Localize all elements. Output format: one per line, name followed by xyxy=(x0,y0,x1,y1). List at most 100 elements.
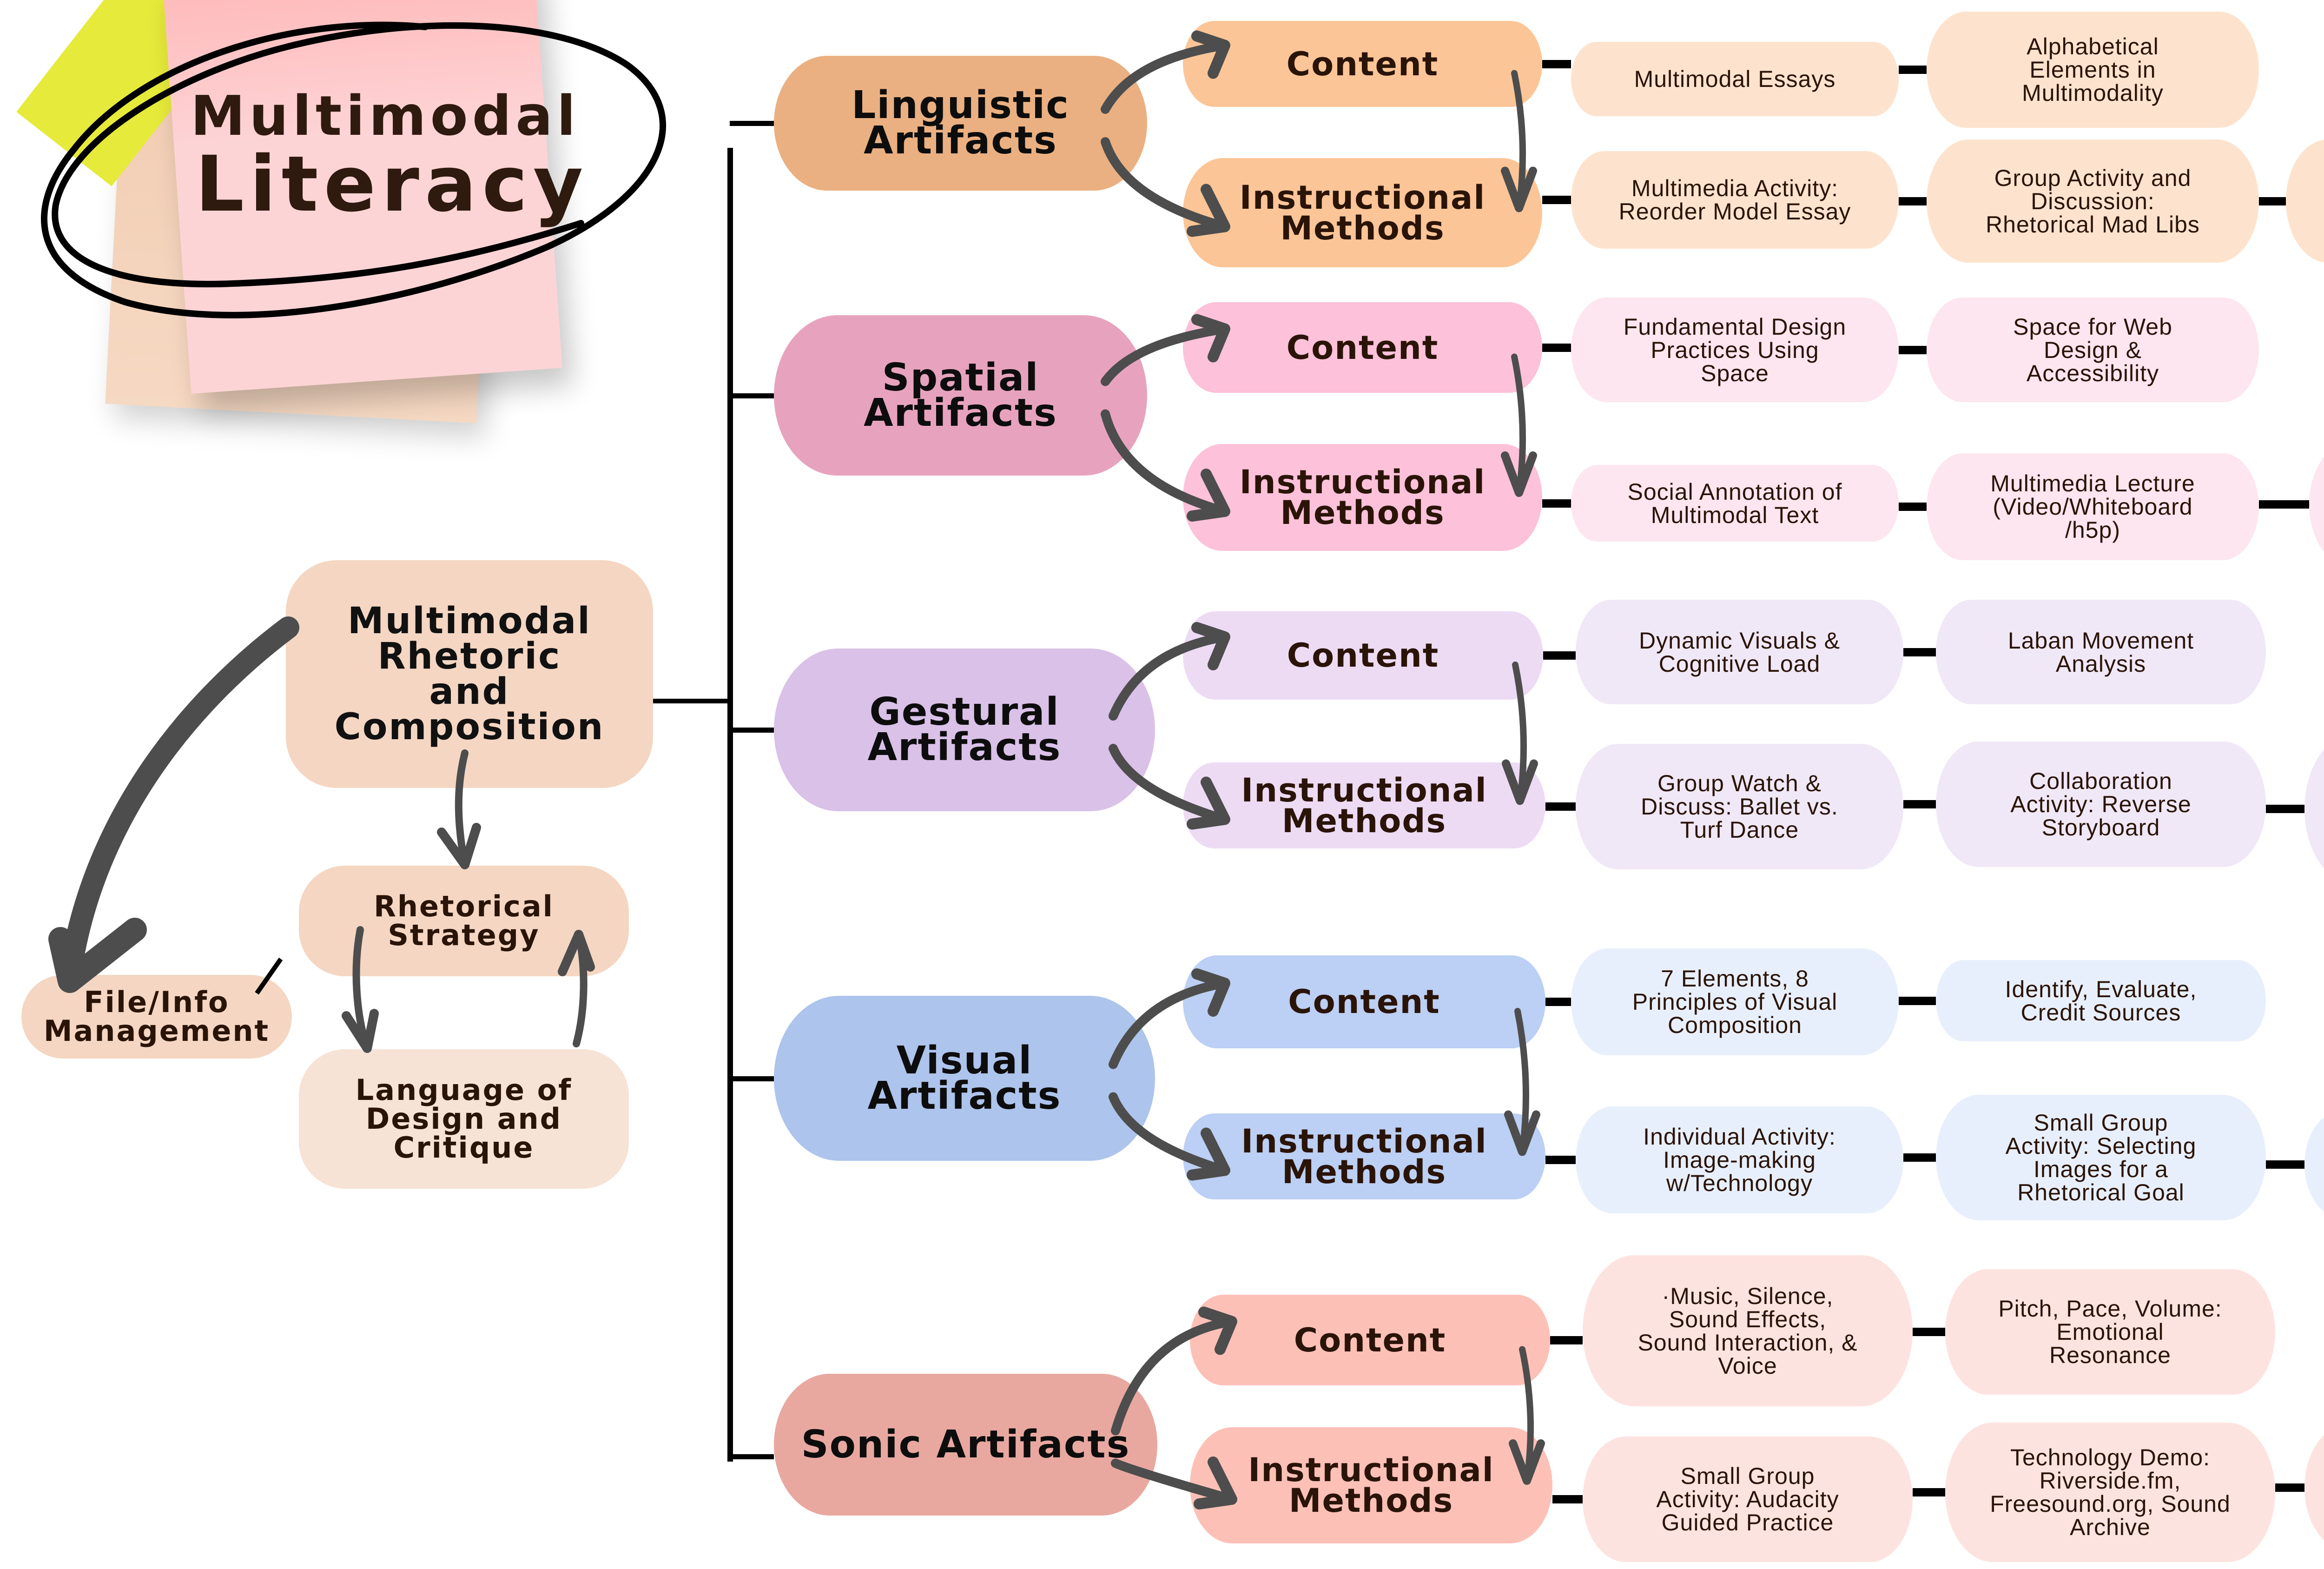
title-line1: Multimodal xyxy=(191,84,580,148)
content-item-sonic[interactable]: Pitch, Pace, Volume: Emotional Resonance xyxy=(1945,1269,2275,1395)
content-item-visual[interactable]: 7 Elements, 8 Principles of Visual Compo… xyxy=(1571,948,1899,1055)
method-item-sonic[interactable]: Small Group Activity: Audacity Guided Pr… xyxy=(1583,1437,1913,1562)
content-item-spatial[interactable]: Space for Web Design & Accessibility xyxy=(1927,298,2259,402)
content-item-sonic[interactable]: ·Music, Silence, Sound Effects, Sound In… xyxy=(1583,1255,1913,1406)
arrow-to-methods-gestural xyxy=(1109,744,1230,830)
category-node-visual[interactable]: Visual Artifacts xyxy=(774,996,1155,1161)
methods-node-visual[interactable]: Instructional Methods xyxy=(1183,1113,1545,1199)
category-node-sonic[interactable]: Sonic Artifacts xyxy=(774,1374,1157,1516)
methods-node-gestural[interactable]: Instructional Methods xyxy=(1183,762,1545,848)
title-line2: Literacy xyxy=(195,139,589,229)
category-node-spatial[interactable]: Spatial Artifacts xyxy=(774,315,1147,476)
method-item-visual[interactable]: Small Group Activity: Selecting Images f… xyxy=(1936,1095,2266,1220)
content-item-spatial-label: Space for Web Design & Accessibility xyxy=(2013,313,2172,386)
connector-method-linguistic-2 xyxy=(2259,197,2286,205)
arrow-strategy-to-language xyxy=(342,926,379,1053)
arrow-content-to-methods-visual xyxy=(1504,1008,1540,1156)
method-item-sonic[interactable]: Technology Demo: Riverside.fm, Freesound… xyxy=(1945,1423,2275,1562)
category-node-visual-label: Visual Artifacts xyxy=(867,1038,1062,1118)
connector-content-sonic-1 xyxy=(1913,1328,1945,1336)
method-item-visual-label: Individual Activity: Image-making w/Tech… xyxy=(1643,1124,1836,1196)
arrow-to-methods-spatial xyxy=(1101,409,1230,522)
central-node-multimodal-rhetoric[interactable]: Multimodal Rhetoric and Composition xyxy=(286,560,653,788)
arrow-to-methods-sonic xyxy=(1111,1456,1237,1509)
connector-method-spatial-1 xyxy=(1899,503,1927,511)
content-item-linguistic[interactable]: Alphabetical Elements in Multimodality xyxy=(1927,12,2259,128)
connector-content-sonic-0 xyxy=(1550,1336,1583,1344)
arrow-to-methods-visual xyxy=(1109,1092,1230,1181)
content-item-sonic-label: ·Music, Silence, Sound Effects, Sound In… xyxy=(1637,1283,1858,1379)
content-node-spatial-label: Content xyxy=(1286,328,1439,367)
connector-content-visual-1 xyxy=(1899,996,1936,1005)
methods-node-spatial-label: Instructional Methods xyxy=(1239,463,1486,532)
content-item-gestural-label: Laban Movement Analysis xyxy=(2007,627,2194,677)
arrow-to-content-visual xyxy=(1109,968,1230,1069)
content-node-sonic[interactable]: Content xyxy=(1190,1295,1550,1385)
connector-content-gestural-0 xyxy=(1543,651,1576,660)
connector-method-spatial-2 xyxy=(2259,500,2309,509)
connector-method-gestural-2 xyxy=(2266,805,2304,813)
methods-node-spatial[interactable]: Instructional Methods xyxy=(1183,444,1542,551)
title-sticky-notes: Multimodal Literacy xyxy=(0,0,697,424)
method-item-gestural[interactable]: Collaboration Activity: Reverse Storyboa… xyxy=(1936,741,2266,867)
content-item-visual-label: 7 Elements, 8 Principles of Visual Compo… xyxy=(1632,966,1838,1038)
language-of-design-label: Language of Design and Critique xyxy=(355,1073,573,1165)
content-node-visual[interactable]: Content xyxy=(1183,955,1545,1048)
methods-node-gestural-label: Instructional Methods xyxy=(1241,771,1487,840)
content-item-sonic-label: Pitch, Pace, Volume: Emotional Resonance xyxy=(1998,1296,2222,1368)
methods-node-linguistic[interactable]: Instructional Methods xyxy=(1183,158,1542,267)
content-item-linguistic[interactable]: Multimodal Essays xyxy=(1571,42,1899,116)
method-item-gestural[interactable]: Group Watch & Discuss: Ballet vs. Turf D… xyxy=(1576,744,1903,869)
central-connector-line xyxy=(653,699,730,703)
content-item-spatial[interactable]: Fundamental Design Practices Using Space xyxy=(1571,298,1899,402)
connector-content-gestural-1 xyxy=(1903,648,1936,656)
branch-line-spatial xyxy=(730,393,774,398)
content-item-gestural-label: Dynamic Visuals & Cognitive Load xyxy=(1639,627,1840,677)
method-item-linguistic-label: Multimedia Activity: Reorder Model Essay xyxy=(1618,175,1851,225)
method-item-linguistic[interactable]: Multimedia Activity: Reorder Model Essay xyxy=(1571,151,1899,249)
connector-method-visual-2 xyxy=(2266,1160,2304,1169)
arrow-content-to-methods-gestural xyxy=(1502,662,1538,805)
arrow-content-to-methods-spatial xyxy=(1501,353,1537,497)
content-item-visual[interactable]: Identify, Evaluate, Credit Sources xyxy=(1936,960,2266,1041)
language-of-design-node[interactable]: Language of Design and Critique xyxy=(299,1049,629,1189)
methods-node-sonic-label: Instructional Methods xyxy=(1248,1451,1494,1520)
category-node-gestural[interactable]: Gestural Artifacts xyxy=(774,649,1155,811)
methods-node-sonic[interactable]: Instructional Methods xyxy=(1190,1427,1552,1543)
rhetorical-strategy-label: Rhetorical Strategy xyxy=(374,889,554,952)
arrow-language-to-strategy xyxy=(558,930,595,1047)
content-node-linguistic[interactable]: Content xyxy=(1183,21,1542,107)
arrow-to-content-gestural xyxy=(1109,622,1230,721)
category-node-linguistic-label: Linguistic Artifacts xyxy=(852,83,1070,163)
content-node-gestural[interactable]: Content xyxy=(1183,611,1543,700)
branch-line-linguistic xyxy=(730,121,774,126)
method-item-visual-label: Small Group Activity: Selecting Images f… xyxy=(2005,1110,2197,1205)
method-item-linguistic[interactable]: Group Activity and Discussion: Rhetorica… xyxy=(1927,139,2259,263)
connector-content-spatial-1 xyxy=(1899,345,1927,354)
method-item-sonic-label: Technology Demo: Riverside.fm, Freesound… xyxy=(1990,1444,2231,1540)
method-item-spatial[interactable]: Multimedia Lecture (Video/Whiteboard /h5… xyxy=(1927,453,2259,560)
connector-method-spatial-0 xyxy=(1542,499,1571,508)
connector-method-visual-0 xyxy=(1545,1156,1576,1164)
content-item-visual-label: Identify, Evaluate, Credit Sources xyxy=(2005,976,2197,1026)
content-item-gestural[interactable]: Dynamic Visuals & Cognitive Load xyxy=(1576,600,1903,704)
content-item-gestural[interactable]: Laban Movement Analysis xyxy=(1936,600,2266,704)
connector-content-linguistic-0 xyxy=(1542,60,1571,68)
file-info-label: File/Info Management xyxy=(43,985,270,1048)
method-item-spatial-label: Multimedia Lecture (Video/Whiteboard /h5… xyxy=(1990,470,2195,543)
content-node-spatial[interactable]: Content xyxy=(1183,302,1542,393)
method-item-visual[interactable]: Individual Activity: Image-making w/Tech… xyxy=(1576,1106,1903,1213)
method-item-sonic-label: Small Group Activity: Audacity Guided Pr… xyxy=(1656,1463,1839,1536)
branch-line-gestural xyxy=(730,728,774,733)
trunk-line xyxy=(727,148,733,1462)
category-node-gestural-label: Gestural Artifacts xyxy=(867,690,1062,769)
category-node-linguistic[interactable]: Linguistic Artifacts xyxy=(774,56,1147,191)
method-item-spatial[interactable]: Social Annotation of Multimodal Text xyxy=(1571,465,1899,542)
method-item-linguistic-label: Group Activity and Discussion: Rhetorica… xyxy=(1986,165,2200,238)
arrow-to-methods-linguistic xyxy=(1101,137,1230,237)
method-item-gestural-label: Group Watch & Discuss: Ballet vs. Turf D… xyxy=(1641,770,1838,843)
connector-method-sonic-1 xyxy=(1913,1488,1945,1496)
hand-drawn-circle xyxy=(41,21,666,318)
methods-node-visual-label: Instructional Methods xyxy=(1241,1122,1487,1191)
